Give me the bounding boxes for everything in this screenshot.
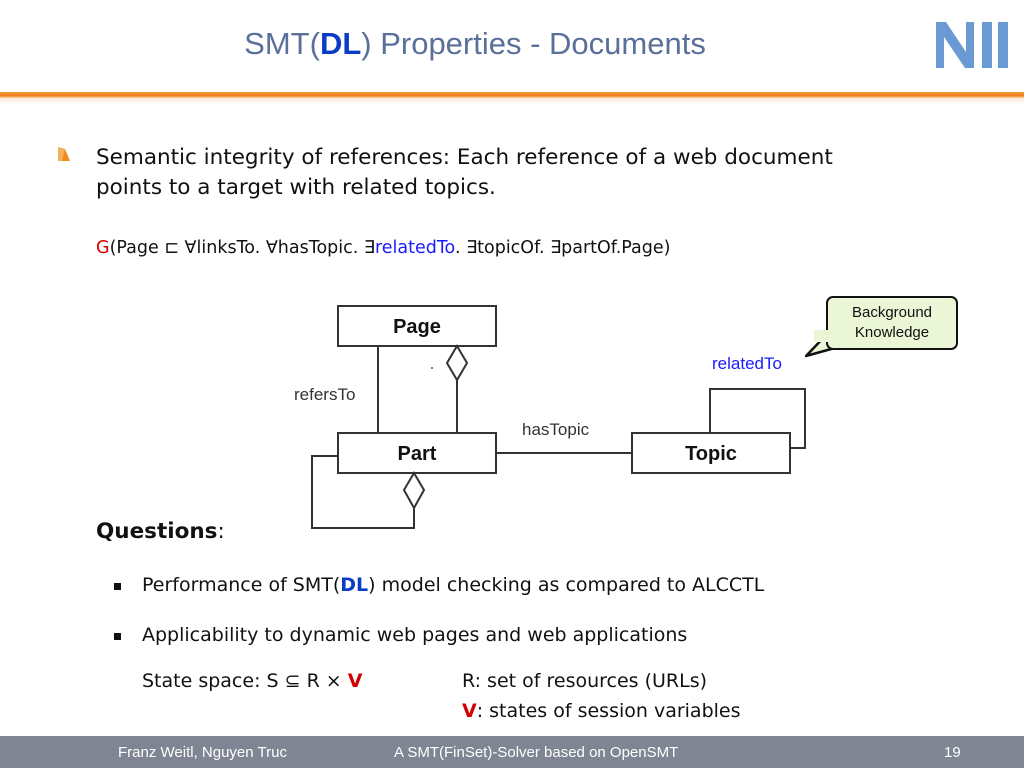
page-label: Page bbox=[393, 316, 441, 338]
r-description: R: set of resources (URLs) bbox=[462, 670, 708, 692]
title-dl: DL bbox=[319, 26, 362, 61]
footer-page-number: 19 bbox=[944, 744, 961, 761]
formula-g: G bbox=[96, 238, 110, 258]
questions-colon: : bbox=[217, 519, 225, 544]
q1-prefix: Performance of SMT( bbox=[142, 574, 341, 596]
uml-diagram: Page Part Topic refersTo hasTopic relate… bbox=[294, 305, 806, 529]
diamond-icon-2 bbox=[402, 471, 426, 511]
refers-to-label: refersTo bbox=[294, 385, 355, 404]
callout-joint bbox=[814, 330, 836, 342]
question-item-2: Applicability to dynamic web pages and w… bbox=[142, 624, 688, 646]
footer-authors: Franz Weitl, Nguyen Truc bbox=[118, 744, 287, 761]
v-label: V bbox=[462, 700, 477, 722]
slide-title: SMT(DL) Properties - Documents bbox=[0, 26, 950, 62]
orange-bullet-icon bbox=[58, 147, 70, 161]
title-suffix: ) Properties - Documents bbox=[361, 26, 706, 61]
main-paragraph: Semantic integrity of references: Each r… bbox=[96, 145, 833, 200]
has-topic-label: hasTopic bbox=[522, 420, 590, 439]
topic-self-loop bbox=[709, 388, 806, 449]
formula-part1: (Page ⊏ ∀linksTo. ∀hasTopic. ∃ bbox=[109, 238, 375, 258]
questions-heading: Questions: bbox=[96, 519, 225, 544]
q1-dl: DL bbox=[340, 574, 369, 596]
footer-bar: Franz Weitl, Nguyen Truc A SMT(FinSet)-S… bbox=[0, 736, 1024, 768]
topic-label: Topic bbox=[685, 443, 737, 465]
v-desc-text: : states of session variables bbox=[476, 700, 741, 722]
callout-line2: Knowledge bbox=[854, 324, 930, 341]
formula-part2: . ∃topicOf. ∃partOf.Page) bbox=[454, 238, 671, 258]
page-box bbox=[337, 305, 497, 347]
part-self-loop bbox=[311, 455, 415, 529]
square-bullet-icon bbox=[114, 583, 121, 590]
footer-talk-title: A SMT(FinSet)-Solver based on OpenSMT bbox=[394, 744, 679, 761]
formula: G(Page ⊏ ∀linksTo. ∀hasTopic. ∃relatedTo… bbox=[96, 238, 670, 258]
v-description: V: states of session variables bbox=[462, 700, 741, 722]
header-rule-shadow bbox=[0, 98, 1024, 104]
topic-box bbox=[631, 432, 791, 474]
diamond-icon bbox=[445, 344, 469, 382]
related-to-label: relatedTo bbox=[712, 354, 782, 373]
square-bullet-icon bbox=[114, 633, 121, 640]
background-knowledge-callout: Background Knowledge bbox=[826, 296, 958, 350]
callout-line1: Background bbox=[851, 304, 933, 321]
header-rule bbox=[0, 92, 1024, 98]
part-label: Part bbox=[398, 443, 437, 465]
state-space-text: State space: S ⊆ R × bbox=[142, 670, 348, 692]
questions-label: Questions bbox=[96, 519, 218, 544]
q1-suffix: ) model checking as compared to ALCCTL bbox=[368, 574, 765, 596]
nii-logo bbox=[936, 22, 1008, 68]
title-prefix: SMT( bbox=[244, 26, 320, 61]
question-item-1: Performance of SMT(DL) model checking as… bbox=[142, 574, 764, 596]
state-space: State space: S ⊆ R × V bbox=[142, 670, 363, 692]
part-box bbox=[337, 432, 497, 474]
state-space-v: V bbox=[347, 670, 363, 692]
formula-related: relatedTo bbox=[374, 238, 455, 258]
